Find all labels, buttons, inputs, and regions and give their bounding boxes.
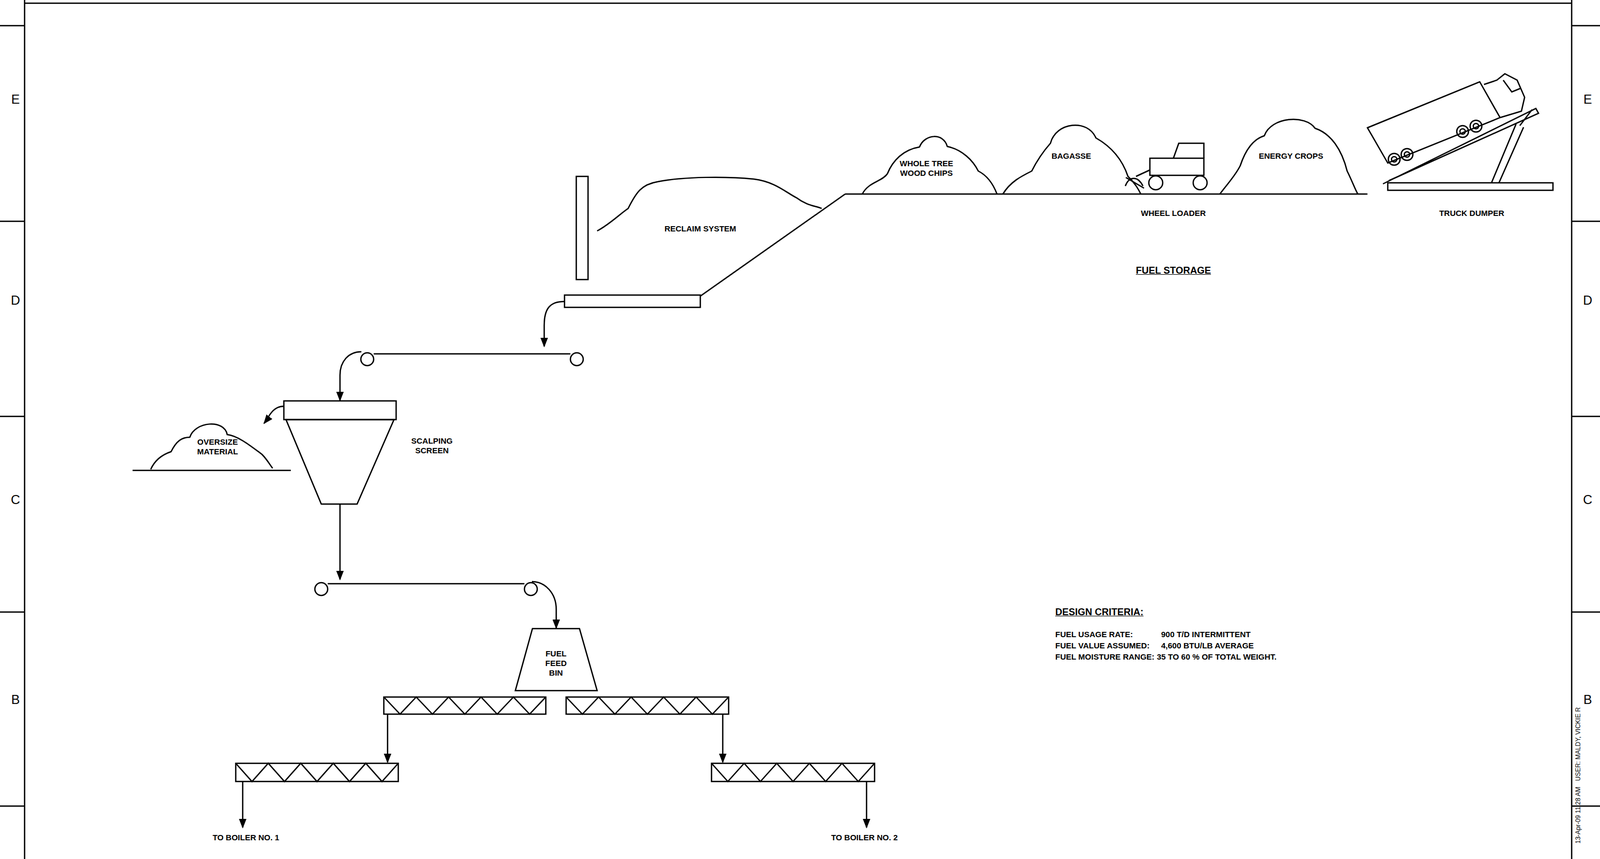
zone-letter: E [1583, 91, 1592, 107]
node-label: WHEEL LOADER [1140, 208, 1206, 219]
storage-ground [845, 193, 1368, 196]
outline-stroke [1470, 120, 1482, 133]
screw-housing [383, 697, 546, 715]
outline-stroke [1367, 81, 1501, 164]
annotation: FUEL MOISTURE RANGE: [1055, 652, 1155, 662]
oversize-ground [132, 469, 291, 472]
screw-housing [566, 697, 729, 715]
outline-stroke [515, 628, 598, 691]
annotation: FUEL USAGE RATE: [1055, 629, 1133, 640]
node-label: TRUCK DUMPER [1439, 208, 1505, 219]
reclaim-pile-outline [564, 176, 824, 308]
fuel-feed-bin: FUEL FEED BIN [515, 628, 598, 691]
screw-flight [383, 697, 546, 715]
screw-housing [711, 763, 875, 782]
screw-flight [235, 763, 399, 782]
outline-stroke [1459, 128, 1466, 135]
node-label: FUEL FEED BIN [542, 648, 570, 678]
outline-stroke [286, 419, 394, 505]
belt-conveyor [314, 582, 538, 596]
wheel-loader-outline [1122, 140, 1215, 193]
flow-arrow [339, 504, 557, 629]
flow-segment [264, 406, 284, 424]
outline-stroke [1173, 143, 1204, 159]
outline-stroke [1125, 177, 1145, 189]
oversize-pile: OVERSIZE MATERIAL [144, 416, 278, 471]
annotation: 900 T/D INTERMITTENT [1161, 629, 1251, 640]
annotation: FUEL STORAGE [1135, 264, 1211, 277]
flow-arrow [264, 406, 284, 424]
outline-stroke [1473, 123, 1479, 129]
annotation: 35 TO 60 % OF TOTAL WEIGHT. [1156, 652, 1277, 662]
flow-segment [531, 581, 557, 629]
zone-letter: C [1582, 491, 1592, 508]
node-label: WHOLE TREE WOOD CHIPS [897, 158, 956, 179]
reclaim-pile: RECLAIM SYSTEM [564, 176, 824, 308]
annotation: TO BOILER NO. 2 [831, 832, 899, 843]
reclaim-slope [700, 194, 846, 297]
fuel-pile: ENERGY CROPS [1219, 113, 1358, 195]
outline-stroke [1483, 73, 1525, 118]
zone-letter: D [10, 292, 20, 308]
flow-segment [544, 301, 565, 347]
outline-stroke [1456, 125, 1469, 138]
outline-stroke [1149, 158, 1204, 176]
truck-dumper: TRUCK DUMPER [1367, 80, 1557, 193]
scalping-screen-outline [283, 400, 397, 505]
zone-letter: D [1582, 292, 1592, 308]
node-label: RECLAIM SYSTEM [664, 223, 737, 234]
belt-conveyor [360, 352, 584, 366]
node-label: BAGASSE [1051, 151, 1092, 161]
outline-stroke [1219, 119, 1358, 195]
zone-letter: C [10, 491, 20, 508]
plot-stamp: 13-Apr-09 11:28 AM [1574, 786, 1582, 845]
outline-stroke [597, 177, 822, 231]
outline-stroke [1382, 108, 1539, 184]
flow-segment [339, 351, 362, 401]
annotation: TO BOILER NO. 1 [212, 832, 280, 843]
screw-flight [566, 697, 729, 715]
node-label: OVERSIZE MATERIAL [190, 437, 245, 457]
screw-flight [711, 763, 875, 782]
outline-stroke [283, 400, 397, 420]
wheel-loader: WHEEL LOADER [1122, 140, 1215, 193]
outline-stroke [150, 423, 273, 470]
outline-stroke [1002, 125, 1141, 195]
outline-stroke [862, 136, 997, 195]
outline-stroke [1391, 156, 1397, 162]
annotation: DESIGN CRITERIA: [1055, 606, 1144, 618]
outline-stroke [1401, 148, 1413, 161]
reclaim-wall [576, 176, 589, 280]
scalping-screen: SCALPING SCREEN [283, 400, 397, 505]
node-label: SCALPING SCREEN [406, 436, 458, 456]
truck-dumper-outline [1367, 80, 1557, 193]
screw-conveyors [235, 697, 875, 782]
plot-stamp: USER: MALDY, VICKIE R [1574, 707, 1582, 782]
outline-stroke [1148, 175, 1163, 190]
outline-stroke [1387, 182, 1553, 191]
flow-segment [339, 504, 342, 580]
outline-stroke [1135, 169, 1150, 177]
zone-letter: B [1583, 691, 1592, 708]
outline-stroke [1193, 175, 1208, 190]
outline-stroke [1503, 80, 1521, 92]
fuel-pile: WHOLE TREE WOOD CHIPS [862, 128, 997, 195]
annotation: FUEL VALUE ASSUMED: [1055, 640, 1150, 651]
outline-stroke [1404, 151, 1410, 158]
annotation: 4,600 BTU/LB AVERAGE [1161, 640, 1254, 651]
flow-arrow [339, 301, 565, 401]
drop-arrows [242, 714, 867, 828]
fuel-pile: BAGASSE [1002, 118, 1141, 195]
reclaim-conveyor [564, 295, 701, 308]
node-label: ENERGY CROPS [1258, 151, 1324, 161]
screw-housing [235, 763, 399, 782]
zone-letter: B [11, 691, 20, 708]
outline-stroke [1388, 153, 1401, 166]
outline-stroke [1491, 109, 1533, 183]
zone-letter: E [11, 91, 20, 107]
